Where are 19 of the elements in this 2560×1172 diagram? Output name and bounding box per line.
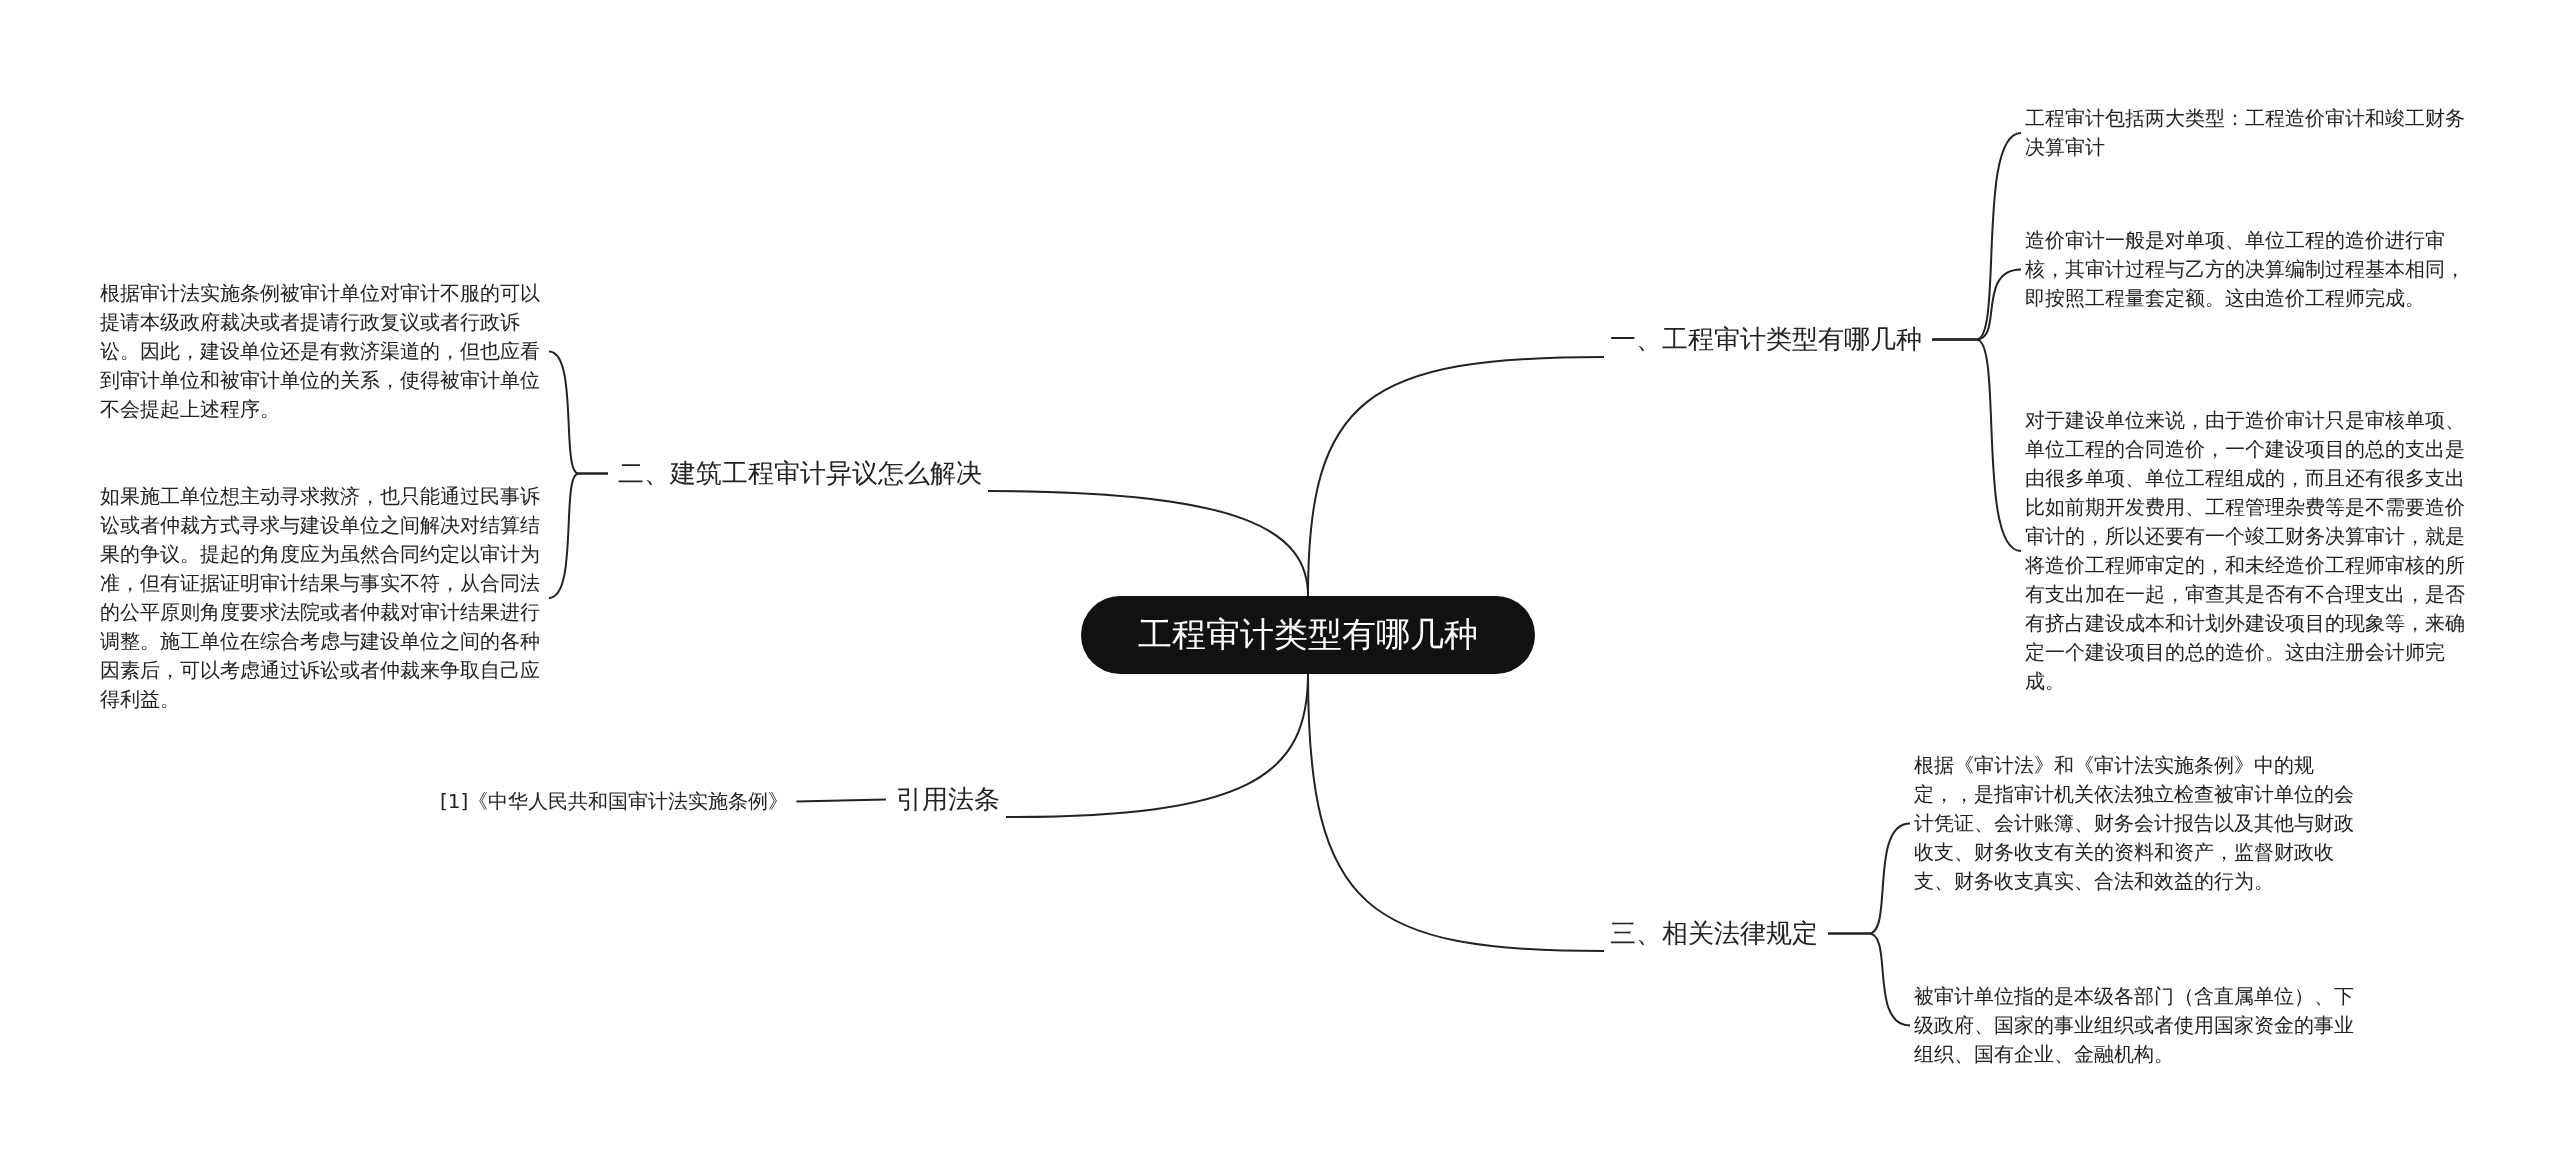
branch-topic: 一、工程审计类型有哪几种 [1604,318,1928,361]
branch-topic: 引用法条 [890,778,1006,821]
connector-line [1827,932,1911,1027]
topic-text: 被审计单位指的是本级各部门（含直属单位）、下级政府、国家的事业组织或者使用国家资金的事业组织、国有企业、金融机构。 [1914,982,2359,1069]
central-topic: 工程审计类型有哪几种 [1081,596,1535,674]
branch-topic: 二、建筑工程审计异议怎么解决 [612,452,988,495]
connector-line [548,472,609,599]
connector-line [987,490,1309,597]
topic-text: 造价审计一般是对单项、单位工程的造价进行审核，其审计过程与乙方的决算编制过程基本相同，即按照工程量套定额。这由造价工程师完成。 [2025,226,2465,313]
topic-text: 根据审计法实施条例被审计单位对审计不服的可以提请本级政府裁决或者提请行政复议或者行政诉讼。因此，建设单位还是有救济渠道的，但也应看到审计单位和被审计单位的关系，使得被审计单位不会提起上述程序。 [100,279,545,424]
topic-text: 根据《审计法》和《审计法实施条例》中的规定，，是指审计机关依法独立检查被审计单位的会计凭证、会计账簿、财务会计报告以及其他与财政收支、财务收支有关的资料和资产，监督财政收支、财务收支真实、合法和效益的行为。 [1914,751,2359,896]
branch-topic: 三、相关法律规定 [1604,912,1824,955]
connector-line [795,798,887,803]
connector-line [1307,673,1605,952]
topic-text: 工程审计包括两大类型：工程造价审计和竣工财务决算审计 [2025,104,2465,162]
topic-text: 对于建设单位来说，由于造价审计只是审核单项、单位工程的合同造价，一个建设项目的总的支出是由很多单项、单位工程组成的，而且还有很多支出比如前期开发费用、工程管理杂费等是不需要造价审计的，所以还要有一个竣工财务决算审计，就是将造价工程师审定的，和未经造价工程师审核的所有支出加在一起，审查其是否有不合理支出，是否有挤占建设成本和计划外建设项目的现象等，来确定一个建设项目的总的造价。这由注册会计师完成。 [2025,406,2465,696]
topic-text: 如果施工单位想主动寻求救济，也只能通过民事诉讼或者仲裁方式寻求与建设单位之间解决对结算结果的争议。提起的角度应为虽然合同约定以审计为准，但有证据证明审计结果与事实不符，从合同法的公平原则角度要求法院或者仲裁对审计结果进行调整。施工单位在综合考虑与建设单位之间的各种因素后，可以考虑通过诉讼或者仲裁来争取自己应得利益。 [100,482,545,714]
connector-line [1931,338,2022,552]
reference-text: [1]《中华人民共和国审计法实施条例》 [436,784,793,819]
